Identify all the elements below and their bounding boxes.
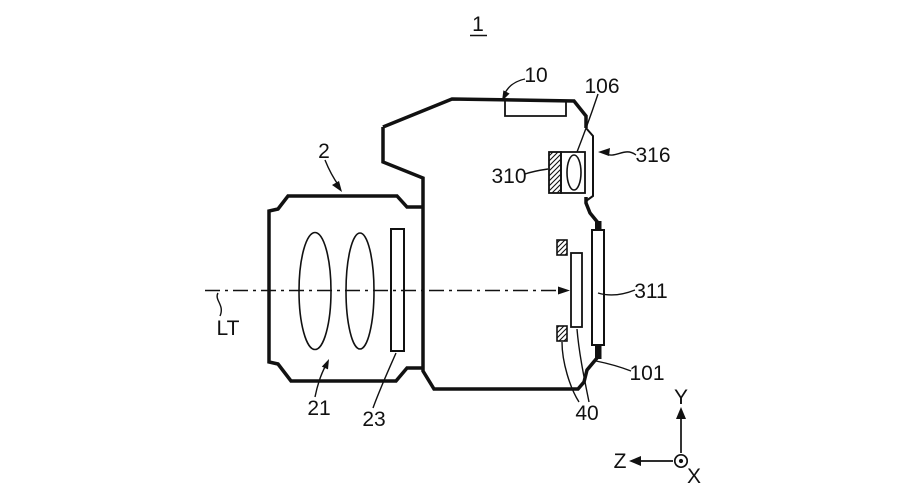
leader-106 [576,93,599,153]
label-lens-barrel: 2 [318,140,330,163]
leader-101 [595,360,632,372]
label-top-cover: 10 [524,64,547,87]
leader-40-right [576,328,590,403]
label-evf-lens: 106 [584,75,619,98]
arrowhead-2 [332,181,342,192]
evf-hatched-block [548,151,562,194]
leader-311 [597,289,636,296]
label-eyepiece-frame: 316 [635,144,670,167]
arrowhead-316 [598,148,610,156]
arrowhead-21 [321,359,329,370]
hot-shoe-outline [504,101,567,117]
rear-display-rect [591,229,605,346]
axis-x-label: X [687,465,701,488]
shutter-block-top [556,239,568,256]
leader-23 [372,352,397,409]
evf-housing-box [560,151,586,194]
shutter-block-bottom [556,325,568,342]
label-lens-group: 21 [307,397,330,420]
leader-LT [216,292,222,317]
label-camera-body: 101 [629,362,664,385]
label-optical-axis: LT [217,317,240,340]
sensor-rect [570,252,583,328]
axis-y-label: Y [674,386,688,409]
axis-origin-dot-icon [678,458,684,464]
arrowhead-10 [502,90,510,101]
leader-2 [324,159,340,187]
label-evf-unit: 310 [491,165,526,188]
optical-axis-arrowhead [558,286,570,295]
label-rear-display: 311 [634,280,667,303]
label-shutter: 40 [575,402,598,425]
figure-number-label: 1 [472,13,484,36]
eyepiece-frame-outline [585,127,594,202]
display-stub-bottom [595,344,602,359]
leader-40-left [561,341,580,403]
axis-z-arrowhead [629,456,641,466]
axis-z-label: Z [614,450,627,473]
leader-310 [524,168,549,175]
display-stub-top [595,221,602,231]
evf-lens-ellipse [566,154,582,191]
label-lens-element: 23 [362,408,385,431]
lens-barrel-outline [267,194,422,383]
axis-y-arrowhead [676,407,686,419]
